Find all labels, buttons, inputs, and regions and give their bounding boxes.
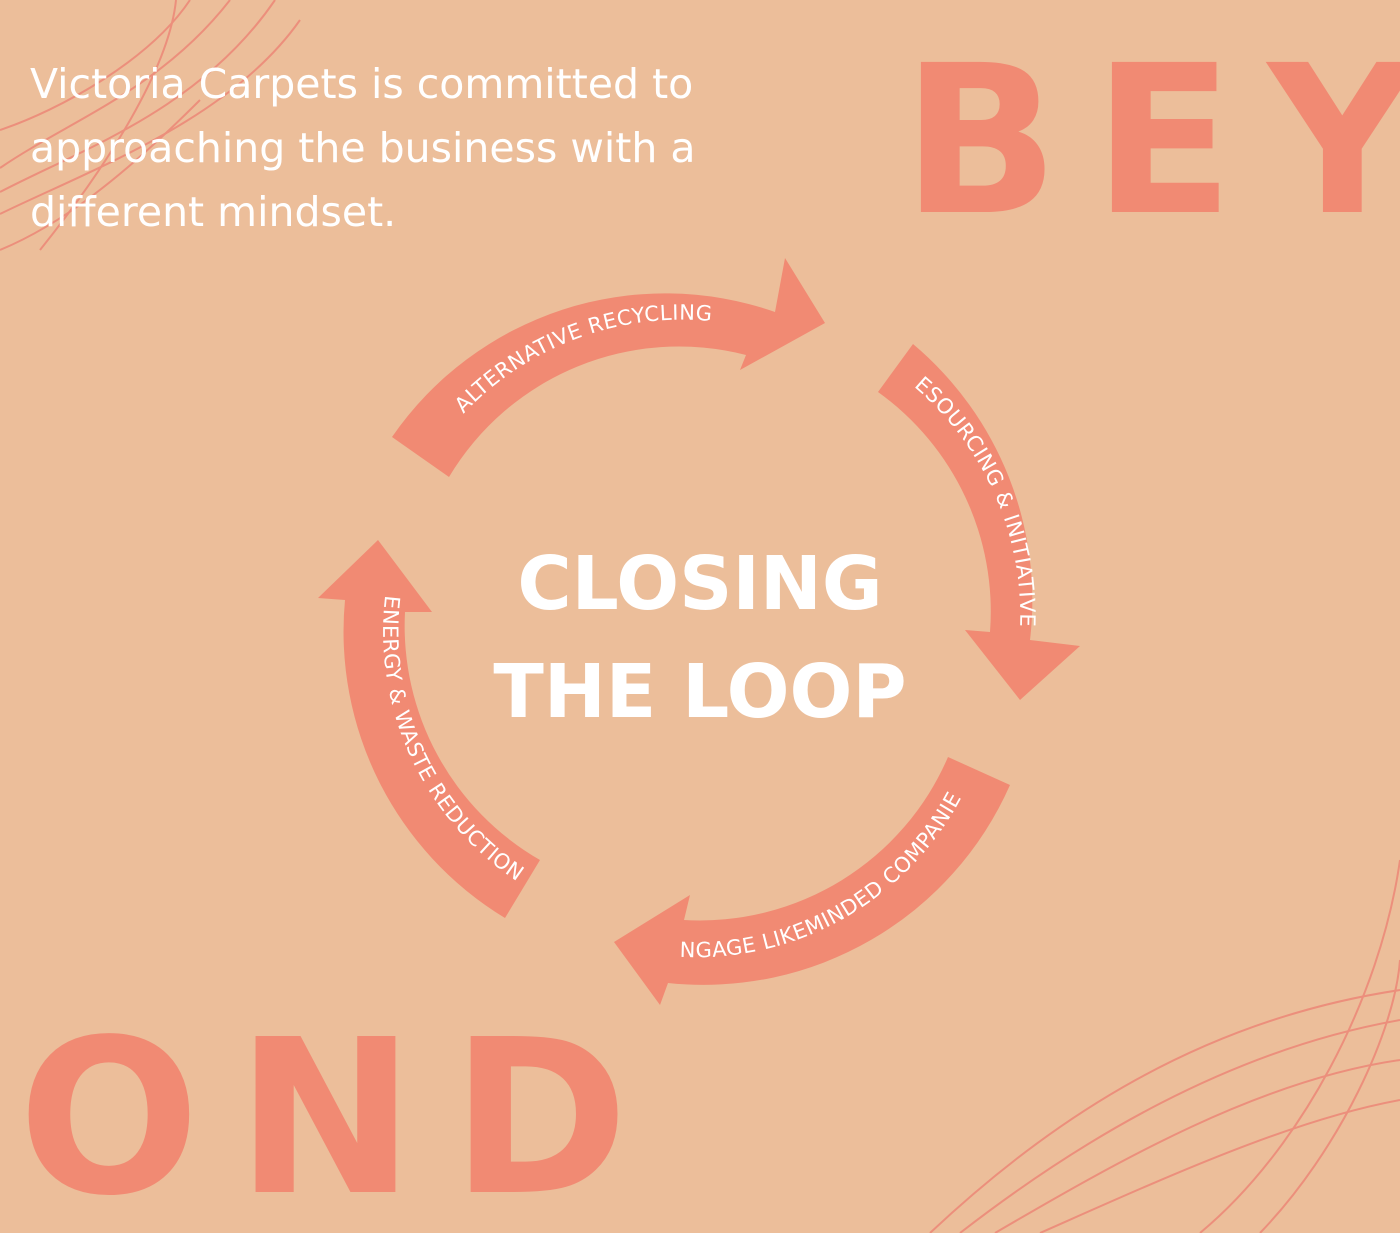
center-line-2: THE LOOP bbox=[493, 649, 907, 735]
arrow-alternative-recycling bbox=[392, 258, 825, 477]
diagram-center-title: CLOSING THE LOOP bbox=[460, 530, 940, 746]
arrow-engage-likeminded bbox=[614, 757, 1010, 1005]
headline-top: BEY bbox=[902, 21, 1400, 261]
intro-text: Victoria Carpets is committed to approac… bbox=[30, 60, 696, 236]
center-line-1: CLOSING bbox=[517, 541, 883, 627]
headline-bottom: OND bbox=[18, 994, 665, 1233]
arrow-energy-waste bbox=[318, 540, 540, 918]
arrow-resourcing-initiatives bbox=[878, 344, 1080, 700]
